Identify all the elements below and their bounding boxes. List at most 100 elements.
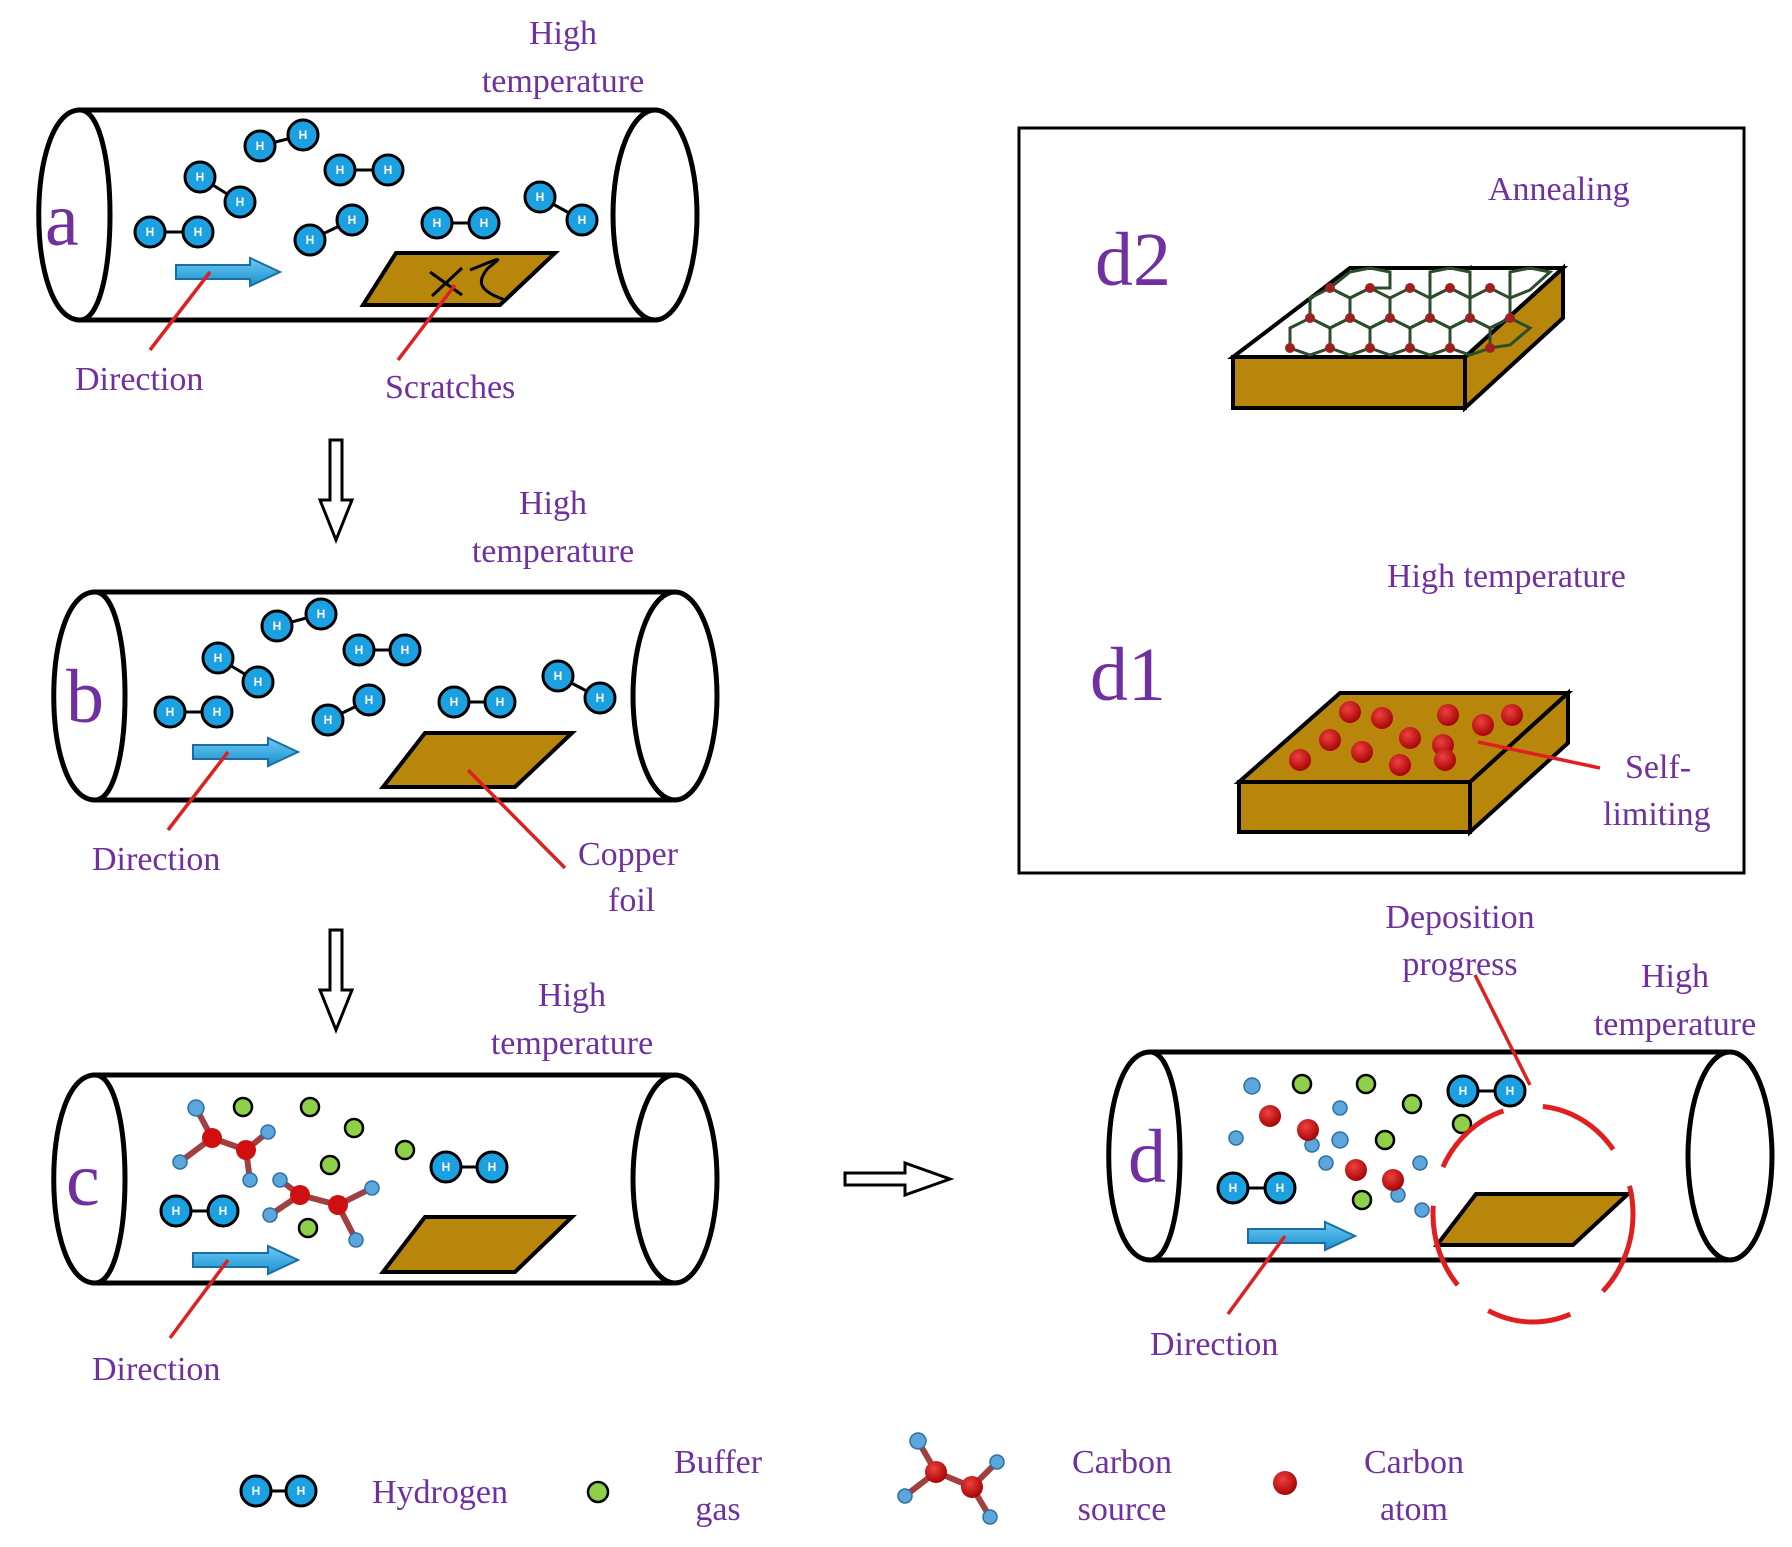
carbon-source-legend-icon <box>897 1432 1005 1525</box>
carbon-source-molecule <box>262 1172 380 1248</box>
carbon-source-fragment <box>1228 1130 1244 1146</box>
hydrogen-atom-letter: H <box>306 233 315 247</box>
carbon-slab <box>1233 688 1574 837</box>
annealing-label: Annealing <box>1488 171 1630 208</box>
buffer-gas-particle <box>394 1139 416 1161</box>
deposition-zone-circle <box>1430 1103 1636 1325</box>
hydrogen-atom-letter: H <box>401 643 410 657</box>
surface-carbon-atoms <box>1289 701 1523 776</box>
deposition-label-line2: progress <box>1402 946 1517 983</box>
buffer-gas-particle <box>1374 1129 1396 1151</box>
hydrogen-atom-letter: H <box>1506 1084 1515 1098</box>
tube-left-opening <box>51 589 128 803</box>
hydrogen-atom-letter: H <box>273 619 282 633</box>
hydrogen-atom-letter: H <box>299 128 308 142</box>
hydrogen-molecule: HH <box>183 160 257 219</box>
direction-label: Direction <box>1150 1326 1278 1363</box>
hydrogen-molecule: HH <box>311 683 386 737</box>
carbon-atom <box>1382 1169 1404 1191</box>
hydrogen-atom-letter: H <box>442 1160 451 1174</box>
hydrogen-atom-letter: H <box>219 1204 228 1218</box>
legend-carbon-atom-line2: atom <box>1380 1491 1448 1528</box>
carbon-source-fragment <box>1332 1100 1348 1116</box>
deposition-label-line1: Deposition <box>1385 899 1534 936</box>
direction-label: Direction <box>92 1351 220 1388</box>
temperature-label-line1: High <box>1641 958 1709 995</box>
buffer-gas-particle <box>297 1217 319 1239</box>
panel-c: c High temperature <box>51 977 720 1388</box>
hydrogen-atom-letter: H <box>488 1160 497 1174</box>
direction-pointer <box>1226 1234 1287 1316</box>
hydrogen-atom-letter: H <box>1459 1084 1468 1098</box>
buffer-gas-legend-icon <box>586 1480 610 1504</box>
scratches-pointer <box>396 283 457 362</box>
direction-label: Direction <box>92 841 220 878</box>
step-arrow-down <box>317 438 355 545</box>
copper-label-line2: foil <box>608 882 655 919</box>
step-arrow-right <box>843 1160 955 1198</box>
legend-carbon-source-line1: Carbon <box>1072 1444 1172 1481</box>
direction-pointer <box>168 1258 230 1340</box>
flow-direction-arrow <box>192 1244 301 1276</box>
hydrogen-atom-letter: H <box>213 705 222 719</box>
tube-right-opening <box>610 107 700 323</box>
legend-buffer-line1: Buffer <box>674 1444 763 1481</box>
deposition-pointer <box>1473 974 1532 1086</box>
temperature-label-line2: temperature <box>1594 1006 1756 1043</box>
carbon-atom <box>1345 1159 1367 1181</box>
carbon-atom <box>1297 1119 1319 1141</box>
tube-body <box>1147 1049 1728 1263</box>
hydrogen-atom-letter: H <box>196 170 205 184</box>
flow-direction-arrow <box>175 256 283 288</box>
hydrogen-atom-letter: H <box>433 216 442 230</box>
graphene-slab <box>1227 263 1569 413</box>
hydrogen-atom-letter: H <box>214 651 223 665</box>
hydrogen-atom-letter: H <box>355 643 364 657</box>
carbon-source-fragment <box>1414 1202 1430 1218</box>
scratch-marks <box>429 258 506 302</box>
copper-label-line1: Copper <box>578 836 679 873</box>
graphene-nodes <box>1285 283 1515 353</box>
carbon-source-fragment <box>1331 1131 1349 1149</box>
temperature-label-line2: temperature <box>482 63 644 100</box>
hydrogen-atom-letter: H <box>252 1484 261 1498</box>
buffer-gas-particle <box>319 1154 341 1176</box>
hydrogen-atom-letter: H <box>194 225 203 239</box>
temperature-label-line2: temperature <box>491 1025 653 1062</box>
hydrogen-atom-letter: H <box>256 139 265 153</box>
hydrogen-atom-letter: H <box>1276 1181 1285 1195</box>
carbon-source-fragment <box>1318 1155 1334 1171</box>
d2-label: d2 <box>1095 218 1171 302</box>
hydrogen-molecule: HH <box>260 597 338 643</box>
carbon-source-fragment <box>1243 1077 1261 1095</box>
hydrogen-atom-letter: H <box>297 1484 306 1498</box>
inset-box: Annealing d2 <box>1017 126 1746 875</box>
direction-label: Direction <box>75 361 203 398</box>
buffer-gas-particle <box>1451 1113 1473 1135</box>
carbon-atom-legend-icon <box>1273 1471 1297 1495</box>
tube-right-opening <box>630 1072 720 1286</box>
direction-pointer <box>166 750 230 832</box>
hydrogen-atom-letter: H <box>236 195 245 209</box>
copper-foil <box>378 731 578 789</box>
hydrogen-atom-letter: H <box>254 675 263 689</box>
copper-foil <box>359 251 561 307</box>
hydrogen-molecule: HH <box>201 641 275 699</box>
legend-carbon-source-line2: source <box>1078 1491 1167 1528</box>
buffer-gas-particle <box>1291 1073 1313 1095</box>
tube-left-opening <box>1106 1049 1183 1263</box>
hydrogen-atom-letter: H <box>166 705 175 719</box>
hydrogen-atom-letter: H <box>596 691 605 705</box>
flow-direction-arrow <box>192 736 301 768</box>
hydrogen-atom-letter: H <box>317 607 326 621</box>
